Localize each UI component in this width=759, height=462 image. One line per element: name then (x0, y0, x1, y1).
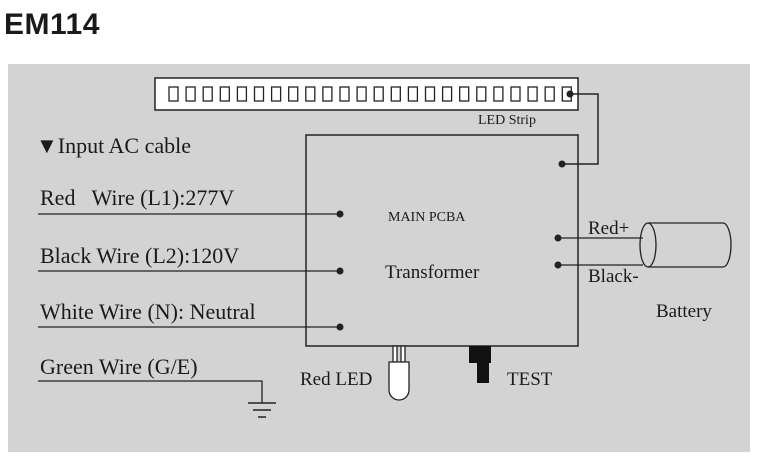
transformer-label: Transformer (385, 262, 480, 283)
input-ac-cable-heading: ▼Input AC cable (36, 135, 191, 157)
led-cell (288, 86, 299, 102)
led-cell (441, 86, 453, 102)
page-title: EM114 (4, 8, 100, 41)
red-led-label: Red LED (300, 369, 373, 390)
led-cell (168, 86, 179, 102)
led-cell (476, 86, 487, 102)
led-cell (459, 86, 470, 102)
green-wire-label: Green Wire (G/E) (40, 354, 198, 379)
triangle-down-icon: ▼ (36, 133, 58, 158)
led-cell (253, 86, 265, 102)
red-wire-label: Red Wire (L1):277V (40, 185, 235, 210)
green-wire-line (38, 380, 263, 403)
led-cell (202, 86, 213, 102)
led-cell (527, 86, 538, 102)
battery-label: Battery (656, 301, 712, 322)
led-cell (356, 86, 367, 102)
red-led-icon (388, 345, 410, 401)
battery-neg-label: Black- (588, 266, 639, 287)
led-cells (168, 86, 572, 102)
black-wire-label: Black Wire (L2):120V (40, 243, 240, 268)
led-cell (373, 86, 384, 102)
led-cell (219, 86, 230, 102)
input-heading-text: Input AC cable (57, 133, 191, 158)
led-cell (185, 86, 196, 102)
led-strip-wire (562, 93, 599, 165)
led-cell (322, 86, 333, 102)
white-wire-dot (336, 323, 344, 331)
battery-pos-label: Red+ (588, 218, 630, 239)
diagram-panel (8, 64, 750, 452)
test-button-icon (469, 346, 491, 383)
test-label: TEST (507, 369, 553, 390)
white-wire-label: White Wire (N): Neutral (40, 299, 256, 324)
black-wire-dot (336, 267, 344, 275)
led-cell (339, 86, 350, 102)
red-wire-dot (336, 210, 344, 218)
led-cell (407, 86, 419, 102)
led-cell (544, 86, 555, 102)
led-strip-connection-dot (558, 160, 566, 168)
ground-icon (248, 402, 276, 418)
main-pcba-label: MAIN PCBA (388, 210, 466, 225)
led-cell (493, 86, 504, 102)
led-cell (390, 86, 401, 102)
led-cell (305, 86, 316, 102)
led-cell (510, 86, 521, 102)
main-pcba-box (305, 134, 579, 347)
led-cell (236, 86, 248, 102)
led-cell (424, 86, 436, 102)
led-strip-label: LED Strip (478, 113, 536, 128)
led-strip (154, 77, 579, 111)
battery-icon (639, 222, 732, 268)
led-cell (270, 86, 282, 102)
